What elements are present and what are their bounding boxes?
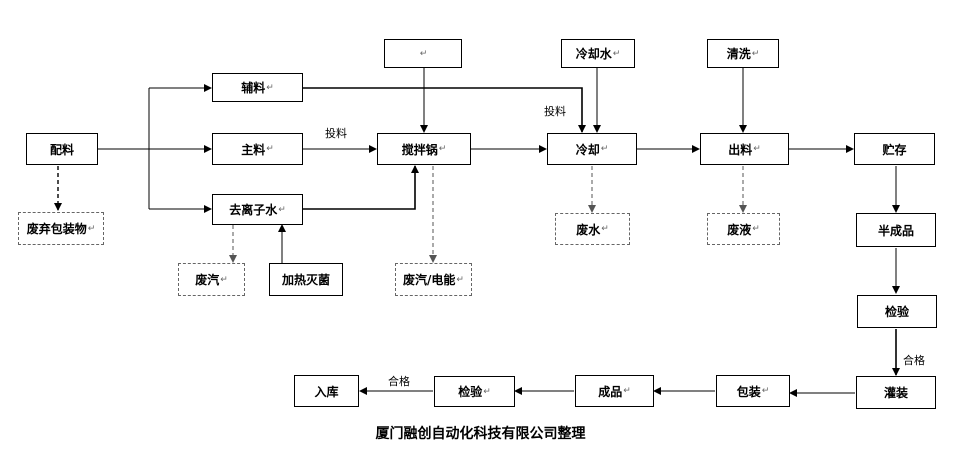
paragraph-mark: ↵: [623, 386, 631, 396]
paragraph-mark: ↵: [601, 224, 609, 234]
paragraph-mark: ↵: [751, 48, 760, 59]
node-label: 冷却水: [575, 47, 612, 61]
node-chengpin: 成品↵: [575, 375, 654, 407]
node-label: 检验: [884, 305, 909, 319]
paragraph-mark: ↵: [266, 82, 274, 93]
paragraph-mark: ↵: [87, 223, 96, 234]
node-label: 冷却: [575, 142, 600, 157]
arrow-fuliao-lengque: [303, 87, 586, 133]
node-jiare-jiaoban: ↵: [384, 39, 462, 68]
node-label: 出料: [728, 142, 753, 157]
paragraph-mark: ↵: [612, 48, 621, 59]
node-label: 贮存: [882, 142, 907, 157]
node-peiliao: 配料: [26, 133, 98, 165]
node-label: 入库: [314, 384, 339, 399]
paragraph-mark: ↵: [752, 224, 760, 234]
node-jiare-miejun: 加热灭菌: [269, 263, 343, 296]
node-ruku: 入库: [294, 375, 359, 407]
node-label: 加热灭菌: [281, 273, 330, 287]
arrow-quzishui-jiaobanguo: [303, 165, 419, 210]
node-label: 包装: [736, 384, 761, 399]
paragraph-mark: ↵: [761, 386, 770, 396]
footer-credit: 厦门融创自动化科技有限公司整理: [375, 426, 586, 442]
node-zhucun: 贮存: [854, 133, 935, 165]
node-label: 灌装: [883, 386, 908, 400]
edge-label-hege-ruku: 合格: [388, 375, 410, 388]
paragraph-mark: ↵: [456, 274, 464, 285]
node-chuliao: 出料↵: [700, 133, 789, 165]
node-fuliao: 辅料↵: [212, 73, 303, 102]
paragraph-mark: ↵: [278, 204, 286, 215]
paragraph-mark: ↵: [419, 48, 428, 59]
paragraph-mark: ↵: [266, 144, 274, 154]
paragraph-mark: ↵: [438, 144, 447, 154]
node-qingxi: 清洗↵: [707, 39, 779, 68]
node-label: 废汽: [195, 273, 220, 287]
node-label: 废水: [576, 222, 601, 237]
node-baozhuang: 包装↵: [716, 375, 790, 407]
node-feiye: 废液↵: [707, 213, 780, 245]
paragraph-mark: ↵: [753, 144, 761, 154]
node-zhuliao: 主料↵: [212, 133, 303, 165]
paragraph-mark: ↵: [600, 144, 609, 154]
node-label: 废液: [727, 222, 752, 237]
node-label: 去离子水: [229, 203, 278, 217]
node-feiqi-dianneng: 废汽/电能↵: [395, 263, 472, 296]
paragraph-mark: ↵: [483, 386, 491, 397]
node-lengqueshui: 冷却水↵: [561, 39, 635, 68]
node-label: 成品: [598, 384, 623, 399]
paragraph-mark: ↵: [220, 274, 228, 285]
node-label: 辅料: [241, 81, 266, 95]
node-feiqi-baozhuangwu: 废弃包装物↵: [18, 212, 104, 245]
node-jiaobanguo: 搅拌锅↵: [377, 133, 471, 165]
edge-label-touliao-fuliao: 投料: [544, 105, 566, 118]
node-label: 搅拌锅: [401, 142, 438, 157]
edge-label-hege-guanzhuang: 合格: [903, 354, 925, 367]
node-banchengpin: 半成品: [856, 213, 936, 247]
node-feishui: 废水↵: [555, 213, 630, 245]
node-label: 半成品: [877, 223, 914, 238]
node-lengque: 冷却↵: [547, 133, 637, 165]
node-label: 主料: [241, 142, 266, 157]
node-label: 清洗: [726, 47, 751, 61]
node-label: 废弃包装物: [26, 222, 87, 236]
node-jianyan-2: 检验↵: [434, 376, 515, 407]
node-label: 配料: [49, 142, 74, 157]
node-guanzhuang: 灌装: [856, 376, 936, 409]
node-quzishui: 去离子水↵: [212, 194, 303, 225]
edge-label-touliao-zhuliao: 投料: [325, 127, 347, 140]
node-label: 检验: [458, 385, 483, 399]
node-jianyan-1: 检验: [857, 295, 937, 328]
node-label: 废汽/电能: [403, 273, 456, 287]
node-feiqi: 废汽↵: [178, 263, 245, 296]
